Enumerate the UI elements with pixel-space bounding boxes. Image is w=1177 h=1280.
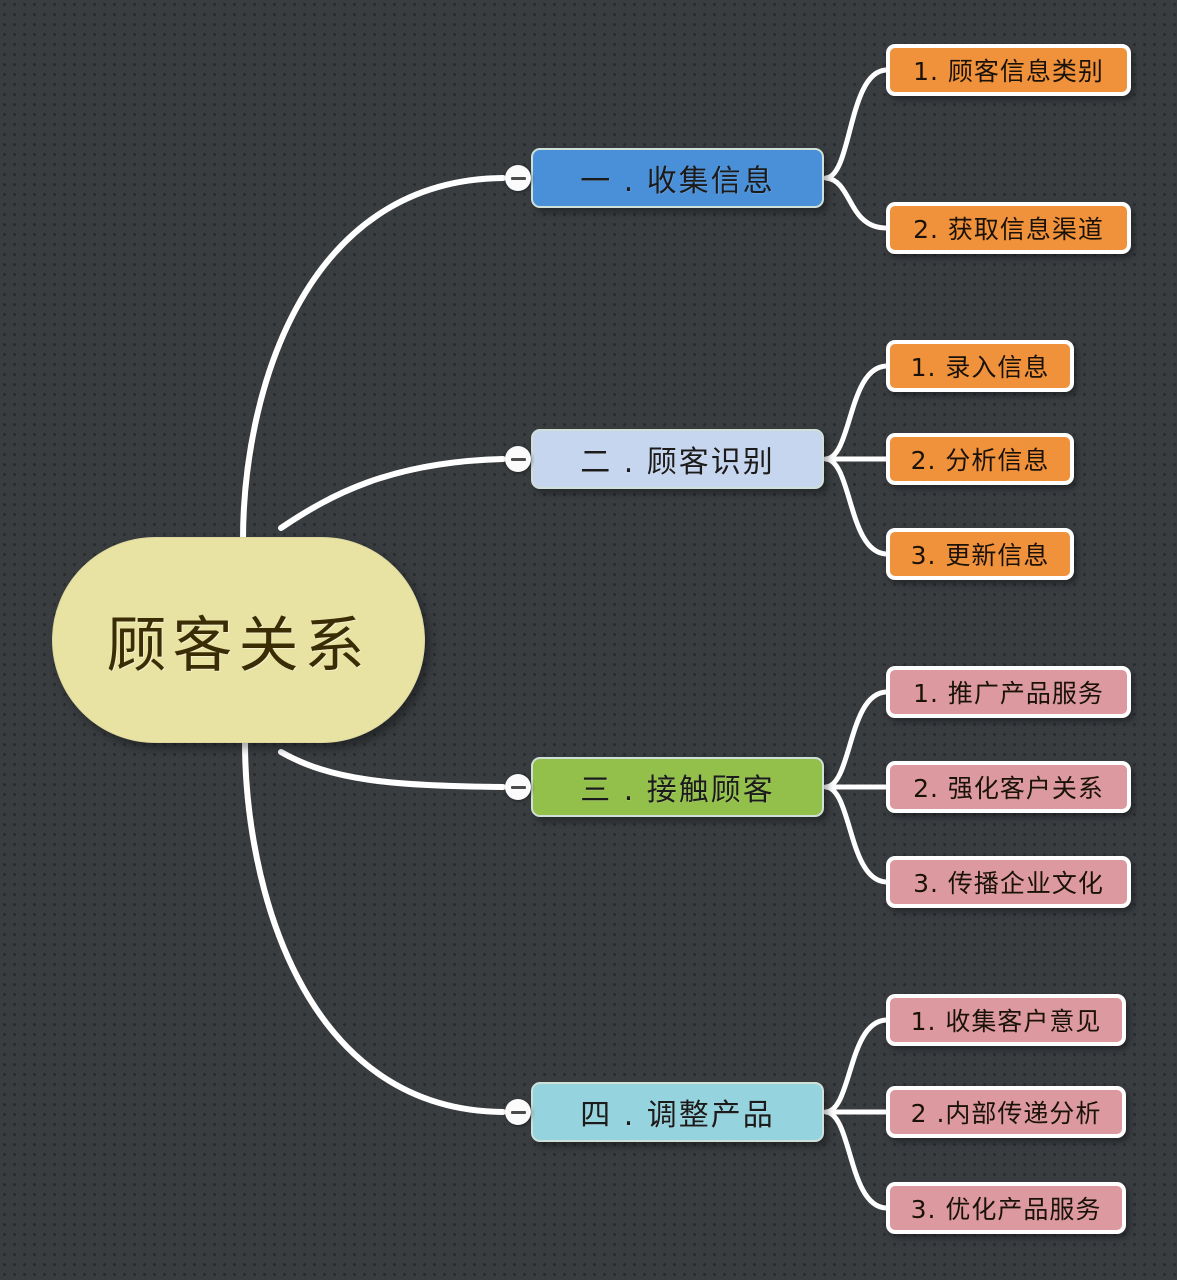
root-node-label: 顾客关系 [106, 610, 371, 681]
branch-node-2[interactable]: 二 . 顾客识别 [531, 429, 824, 489]
leaf-node-2-3[interactable]: 3. 更新信息 [886, 528, 1074, 580]
leaf-node-1-2-label: 2. 获取信息渠道 [913, 215, 1104, 244]
link-root-branch-4 [242, 739, 506, 1115]
link-root-branch-3 [278, 749, 506, 790]
link-branch-1-leaf-2 [823, 175, 889, 231]
leaf-node-4-2-label: 2 .内部传递分析 [910, 1099, 1102, 1128]
leaf-node-4-3-label: 3. 优化产品服务 [910, 1195, 1102, 1224]
leaf-node-2-1[interactable]: 1. 录入信息 [886, 340, 1074, 392]
leaf-node-4-1[interactable]: 1. 收集客户意见 [886, 994, 1126, 1046]
link-branch-2-leaf-3 [823, 456, 889, 557]
branch-node-2-label: 二 . 顾客识别 [580, 445, 775, 480]
leaf-node-3-3-label: 3. 传播企业文化 [913, 869, 1104, 898]
branch-node-4-label: 四 . 调整产品 [580, 1098, 775, 1133]
link-branch-4-leaf-3 [823, 1109, 889, 1211]
link-root-branch-1 [240, 175, 506, 543]
leaf-node-2-3-label: 3. 更新信息 [910, 541, 1050, 570]
root-node[interactable]: 顾客关系 [52, 537, 425, 743]
branch-node-3[interactable]: 三 . 接触顾客 [531, 757, 824, 817]
collapse-handle-branch-3[interactable] [505, 774, 531, 800]
branch-node-3-label: 三 . 接触顾客 [580, 773, 775, 808]
leaf-node-2-1-label: 1. 录入信息 [910, 353, 1050, 382]
link-branch-4-leaf-1 [823, 1017, 889, 1115]
link-branch-3-leaf-3 [823, 784, 889, 885]
leaf-node-4-3[interactable]: 3. 优化产品服务 [886, 1182, 1126, 1234]
link-branch-1-leaf-1 [823, 67, 889, 181]
leaf-node-3-2-label: 2. 强化客户关系 [913, 774, 1104, 803]
leaf-node-2-2-label: 2. 分析信息 [910, 446, 1050, 475]
leaf-node-3-2[interactable]: 2. 强化客户关系 [886, 761, 1131, 813]
collapse-handle-branch-2[interactable] [505, 446, 531, 472]
branch-node-1-label: 一 . 收集信息 [580, 164, 775, 199]
leaf-node-4-1-label: 1. 收集客户意见 [910, 1007, 1102, 1036]
leaf-node-3-1-label: 1. 推广产品服务 [913, 679, 1104, 708]
link-root-branch-2 [278, 456, 506, 531]
leaf-node-3-1[interactable]: 1. 推广产品服务 [886, 666, 1131, 718]
leaf-node-2-2[interactable]: 2. 分析信息 [886, 433, 1074, 485]
leaf-node-1-1[interactable]: 1. 顾客信息类别 [886, 44, 1131, 96]
collapse-handle-branch-1[interactable] [505, 165, 531, 191]
branch-node-4[interactable]: 四 . 调整产品 [531, 1082, 824, 1142]
leaf-node-1-1-label: 1. 顾客信息类别 [913, 57, 1104, 86]
branch-node-1[interactable]: 一 . 收集信息 [531, 148, 824, 208]
collapse-handle-branch-4[interactable] [505, 1099, 531, 1125]
leaf-node-1-2[interactable]: 2. 获取信息渠道 [886, 202, 1131, 254]
link-branch-3-leaf-1 [823, 689, 889, 790]
leaf-node-3-3[interactable]: 3. 传播企业文化 [886, 856, 1131, 908]
link-branch-2-leaf-1 [823, 363, 889, 462]
leaf-node-4-2[interactable]: 2 .内部传递分析 [886, 1086, 1126, 1138]
